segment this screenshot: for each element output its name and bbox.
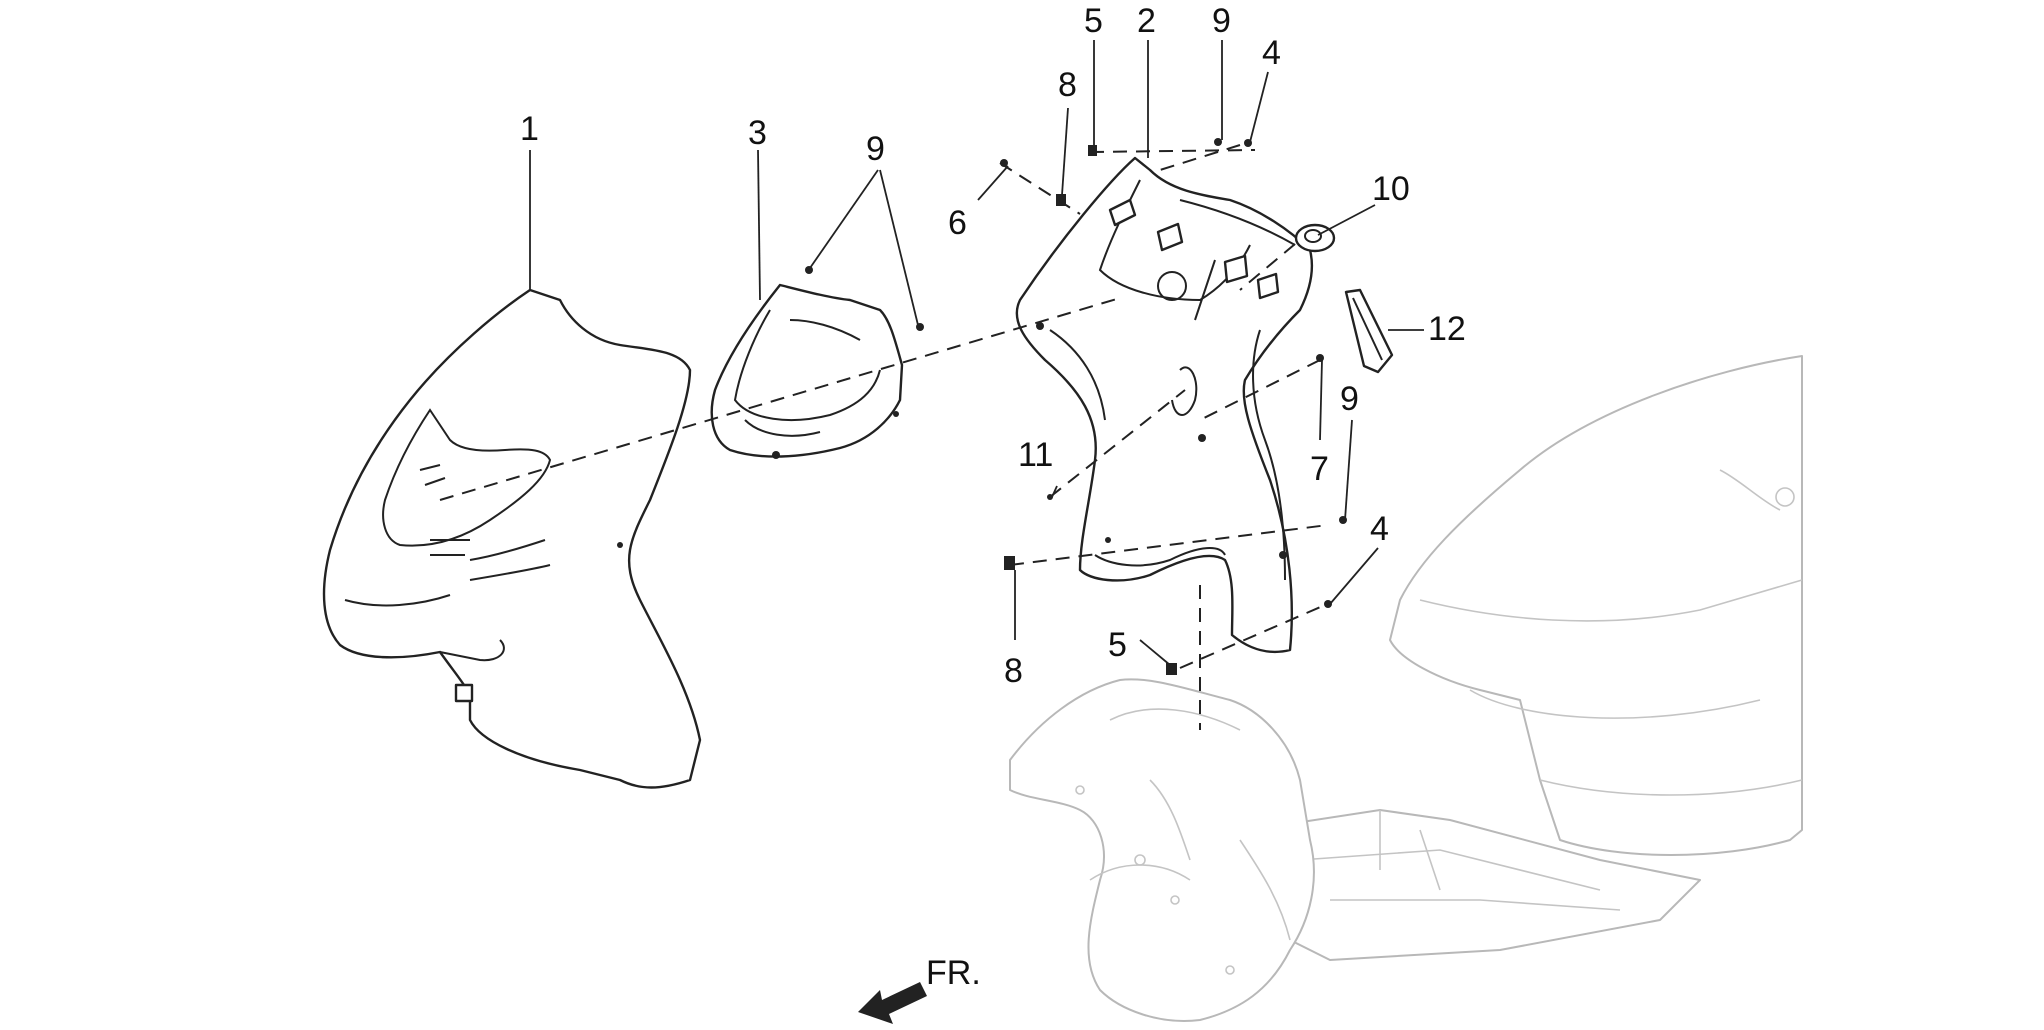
callout-7: 7 [1310,450,1329,488]
callout-8-bottom: 8 [1004,652,1023,690]
callout-10: 10 [1372,170,1410,208]
leader-lines [529,40,1424,666]
callout-5-bottom: 5 [1108,626,1127,664]
callout-9-right: 9 [1340,380,1359,418]
callout-8-top: 8 [1058,66,1077,104]
part-2-inner-leg-shield [1015,156,1314,654]
front-direction-label: FR. [926,954,981,992]
callout-1: 1 [520,110,539,148]
callout-4-bottom: 4 [1370,510,1389,548]
callout-12: 12 [1428,310,1466,348]
callout-2: 2 [1137,2,1156,40]
front-direction-arrow-icon [858,982,927,1024]
callout-11: 11 [1018,436,1053,474]
part-12-plate [1344,288,1394,374]
callout-3: 3 [748,114,767,152]
callout-labels: 1 2 3 4 4 5 5 6 7 8 8 9 9 9 10 11 12 [520,2,1466,690]
part-1-front-shield [322,288,702,789]
scooter-body-outline [1009,355,1803,1022]
callout-6: 6 [948,204,967,242]
callout-5-top: 5 [1084,2,1103,40]
callout-4-top: 4 [1262,34,1281,72]
callout-9-top: 9 [1212,2,1231,40]
fasteners [805,138,1347,675]
callout-9-frame: 9 [866,130,885,168]
part-3-inner-frame [710,283,904,459]
assembly-lines [439,144,1329,730]
